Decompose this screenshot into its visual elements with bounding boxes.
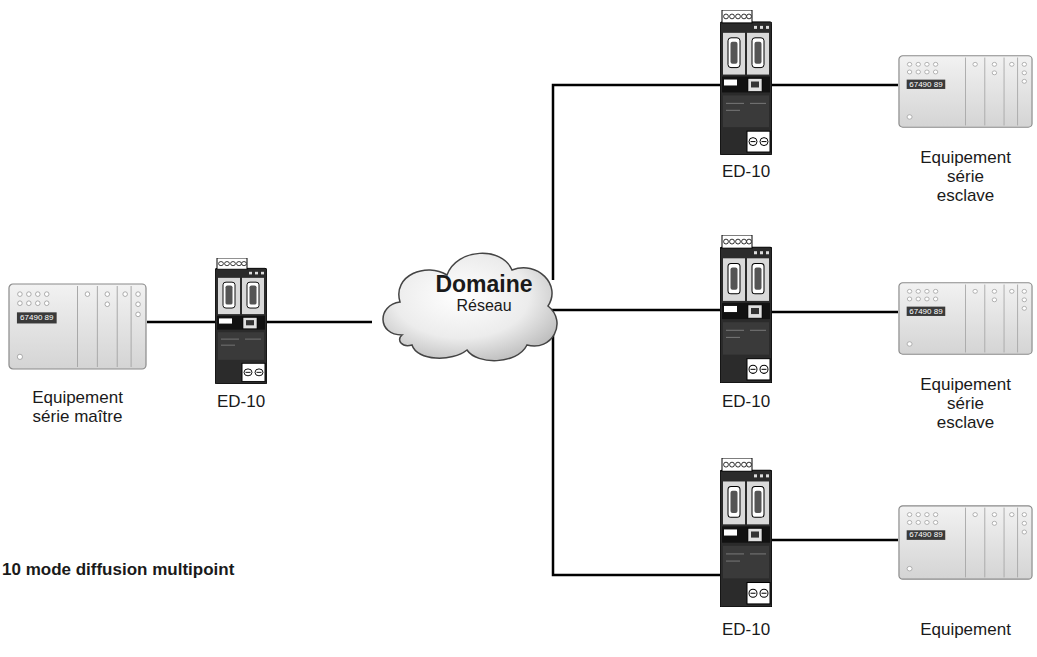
network-cloud: DomaineRéseau bbox=[372, 240, 562, 365]
display-number: 67490 89 bbox=[907, 80, 946, 89]
ed10-device-picture bbox=[720, 10, 772, 155]
ed10-device: ED-10 bbox=[720, 458, 772, 607]
ed10-device: ED-10 bbox=[215, 258, 267, 384]
slave-equipment-picture bbox=[898, 55, 1033, 128]
device-label: ED-10 bbox=[217, 392, 265, 411]
ed10-device: ED-10 bbox=[720, 10, 772, 155]
ed10-device-picture bbox=[720, 235, 772, 383]
slave-equipment: Equipement série esclave bbox=[898, 282, 1033, 355]
ed10-device: ED-10 bbox=[720, 235, 772, 383]
slave-equipment-picture bbox=[898, 505, 1033, 580]
equipment-label: Equipement série esclave bbox=[920, 148, 1011, 205]
slave-equipment-picture bbox=[898, 282, 1033, 355]
network-cable bbox=[772, 84, 898, 87]
network-cable bbox=[553, 325, 720, 575]
cloud-text-group: DomaineRéseau bbox=[372, 240, 562, 365]
ed10-device-shape bbox=[720, 458, 772, 607]
cloud-subtitle: Réseau bbox=[456, 297, 511, 315]
network-cable bbox=[267, 321, 372, 324]
network-cable bbox=[553, 85, 720, 280]
master-equipment-shape bbox=[9, 284, 146, 369]
display-number: 67490 89 bbox=[17, 312, 57, 323]
ed10-device-picture bbox=[720, 458, 772, 607]
network-cable bbox=[772, 311, 898, 314]
equipment-label: Equipement série maître bbox=[32, 388, 123, 426]
device-label: ED-10 bbox=[722, 392, 770, 411]
ed10-device-shape bbox=[720, 10, 772, 155]
device-label: ED-10 bbox=[722, 620, 770, 639]
ed10-device-shape bbox=[720, 235, 772, 383]
equipment-label: Equipement bbox=[920, 620, 1011, 639]
display-number: 67490 89 bbox=[907, 530, 946, 540]
slave-equipment: Equipement série esclave bbox=[898, 55, 1033, 128]
master-equipment: Equipement série maître bbox=[8, 283, 147, 370]
slave-equipment: Equipement bbox=[898, 505, 1033, 580]
display-number: 67490 89 bbox=[907, 307, 946, 316]
equipment-label: Equipement série esclave bbox=[920, 375, 1011, 432]
network-cable bbox=[147, 321, 215, 324]
network-cable bbox=[548, 309, 720, 312]
slave-equipment-shape bbox=[899, 56, 1032, 127]
cloud-title: Domaine bbox=[435, 272, 532, 297]
device-label: ED-10 bbox=[722, 162, 770, 181]
slave-equipment-shape bbox=[899, 506, 1032, 579]
ed10-device-shape bbox=[215, 258, 267, 384]
network-cable bbox=[772, 539, 898, 542]
slave-equipment-shape bbox=[899, 283, 1032, 354]
network-cloud-shape bbox=[383, 253, 557, 360]
figure-caption: 10 mode diffusion multipoint bbox=[2, 560, 234, 580]
master-equipment-picture bbox=[8, 283, 147, 370]
ed10-device-picture bbox=[215, 258, 267, 384]
